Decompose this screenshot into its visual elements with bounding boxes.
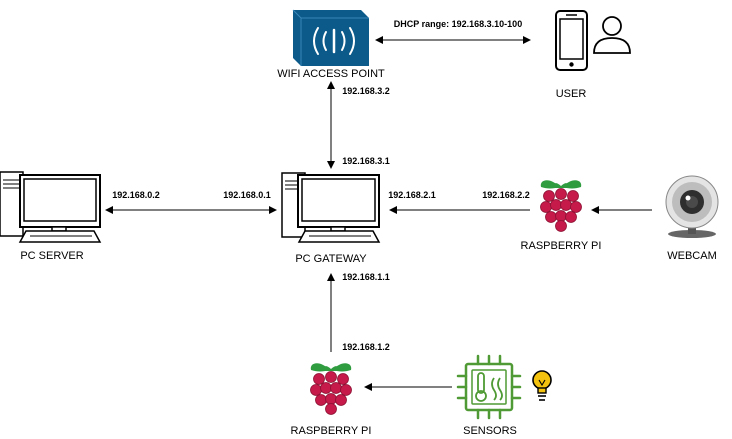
label-wifi-access-point: WIFI ACCESS POINT — [277, 68, 385, 80]
label-raspberry-pi-bottom: RASPBERRY PI — [290, 425, 372, 437]
label-raspberry-pi-right: RASPBERRY PI — [520, 240, 602, 252]
pc-server-icon — [0, 171, 102, 243]
label-sensors: SENSORS — [463, 425, 517, 437]
label-ip-gateway-wifi: 192.168.3.1 — [342, 156, 390, 166]
raspberry-pi-bottom-icon — [310, 363, 352, 415]
label-webcam: WEBCAM — [667, 250, 717, 262]
user-icon — [593, 16, 631, 54]
label-pc-server: PC SERVER — [20, 250, 84, 262]
label-ip-pi-cam: 192.168.2.2 — [482, 190, 530, 200]
raspberry-pi-icon — [540, 180, 582, 232]
pc-gateway-icon — [281, 172, 381, 243]
label-pc-gateway: PC GATEWAY — [295, 253, 367, 265]
wifi-access-point-icon — [292, 9, 369, 66]
light-bulb-icon — [532, 370, 552, 401]
label-ip-gateway-sensor: 192.168.1.1 — [342, 272, 390, 282]
label-dhcp-range: DHCP range: 192.168.3.10-100 — [393, 19, 523, 29]
sensor-chip-icon — [456, 354, 522, 420]
label-ip-pi-sensor: 192.168.1.2 — [342, 342, 390, 352]
smartphone-icon — [555, 10, 588, 71]
label-ip-server: 192.168.0.2 — [112, 190, 160, 200]
label-ip-gateway-cam: 192.168.2.1 — [388, 190, 436, 200]
label-ip-gateway-lan: 192.168.0.1 — [223, 190, 271, 200]
webcam-icon — [665, 175, 719, 238]
label-ip-ap: 192.168.3.2 — [342, 86, 390, 96]
label-user: USER — [555, 88, 587, 100]
